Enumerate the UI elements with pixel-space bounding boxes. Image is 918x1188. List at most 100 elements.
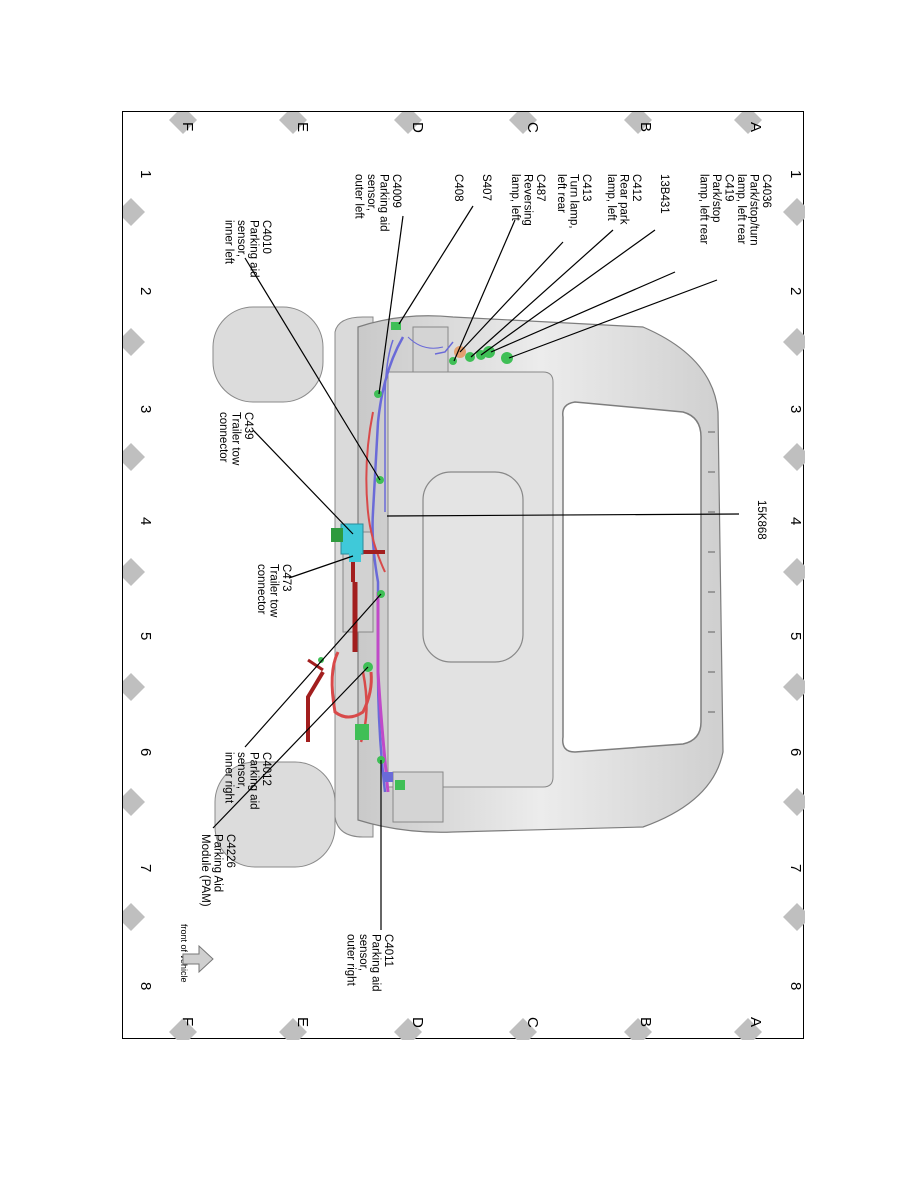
grid-letter-bottom-line: B (637, 1017, 654, 1027)
grid-number-right-line: 4 (787, 517, 804, 525)
grid-diamond (279, 112, 307, 134)
grid-number-right: 8 (787, 982, 804, 990)
callout-c4012-line: sensor, (235, 752, 247, 789)
callout-c413-line: Turn lamp, (568, 174, 580, 229)
grid-letter-top: D (409, 122, 426, 133)
grid-diamonds (123, 112, 805, 1040)
grid-diamond (123, 443, 145, 471)
callout-c473-line: connector (255, 564, 267, 615)
callout-c4226-line: C4226 (224, 834, 236, 868)
grid-letter-top-line: F (179, 122, 196, 131)
connector-c4009[interactable] (374, 390, 382, 398)
callout-c4226-line: Module (PAM) (199, 834, 211, 907)
grid-number-right: 1 (787, 170, 804, 178)
callout-c4012-line: Parking aid (248, 752, 260, 810)
connector-c473[interactable] (349, 552, 361, 562)
callout-c4012-line: inner right (223, 752, 235, 804)
callout-c439-line: C439 (242, 412, 254, 440)
callout-c4036-line: C4036 (760, 174, 772, 208)
callout-k13b431-line: 13B431 (658, 174, 670, 214)
callout-c4226-line: Parking Aid (212, 834, 224, 892)
grid-number-right: 4 (787, 517, 804, 525)
callout-c4011-line: sensor, (357, 934, 369, 971)
connector-c408[interactable] (391, 322, 401, 330)
grid-diamond (123, 788, 145, 816)
callout-c473-line: Trailer tow (268, 564, 280, 618)
callout-k15k868: 15K868 (755, 500, 767, 540)
callout-c4010-line: sensor, (235, 220, 247, 257)
grid-diamond (123, 903, 145, 931)
grid-letter-bottom: F (179, 1017, 196, 1026)
callout-s407-line: S407 (480, 174, 492, 201)
callout-front-line: front of vehicle (179, 924, 189, 983)
callout-c408-line: C408 (452, 174, 464, 202)
grid-number-left: 4 (137, 517, 154, 525)
grid-number-left-line: 6 (137, 748, 154, 756)
grid-diamond (279, 1018, 307, 1040)
grid-number-left-line: 5 (137, 632, 154, 640)
grid-number-left: 1 (137, 170, 154, 178)
grid-letter-top-line: C (524, 122, 541, 133)
callout-front: front of vehicle (179, 924, 189, 983)
callout-c4036-line: Park/stop/turn (748, 174, 760, 246)
connector-c439-plug (331, 528, 343, 542)
grid-number-left-line: 4 (137, 517, 154, 525)
grid-number-left: 6 (137, 748, 154, 756)
grid-letter-bottom: E (294, 1017, 311, 1027)
grid-number-left-line: 2 (137, 287, 154, 295)
callout-c4011-line: Parking aid (370, 934, 382, 992)
grid-letter-top: A (747, 122, 764, 132)
grid-diamond (783, 788, 805, 816)
grid-number-right: 7 (787, 864, 804, 872)
grid-number-right: 6 (787, 748, 804, 756)
grid-number-right-line: 7 (787, 864, 804, 872)
grid-number-left: 3 (137, 405, 154, 413)
grid-number-right-line: 3 (787, 405, 804, 413)
grid-letter-bottom: D (409, 1017, 426, 1028)
grid-letter-bottom: A (747, 1017, 764, 1027)
callout-k13b431: 13B431 (658, 174, 670, 214)
connector-c4036[interactable] (501, 352, 513, 364)
callout-c4009-line: outer left (353, 174, 365, 220)
grid-diamond (169, 1018, 197, 1040)
grid-letter-bottom-line: D (409, 1017, 426, 1028)
connector-c413[interactable] (465, 352, 475, 362)
grid-letter-top: E (294, 122, 311, 132)
callout-c408: C408 (452, 174, 464, 202)
grid-diamond (123, 198, 145, 226)
callout-c412-line: C412 (630, 174, 642, 202)
grid-number-right-line: 8 (787, 982, 804, 990)
grid-diamond (394, 1018, 422, 1040)
grid-number-left-line: 3 (137, 405, 154, 413)
grid-number-right-line: 1 (787, 170, 804, 178)
grid-diamond (169, 112, 197, 134)
callout-c4010-line: inner left (223, 220, 235, 265)
grid-number-right-line: 5 (787, 632, 804, 640)
grid-diamond (783, 443, 805, 471)
callout-c4011-line: outer right (345, 934, 357, 987)
grid-number-left: 8 (137, 982, 154, 990)
grid-diamond (734, 112, 762, 134)
callout-c4036-line: Park/stop (710, 174, 722, 223)
grid-diamond (783, 198, 805, 226)
connector-module (355, 724, 369, 740)
callout-c4010-line: Parking aid (248, 220, 260, 278)
grid-diamond (123, 673, 145, 701)
grid-letter-bottom: B (637, 1017, 654, 1027)
grid-diamond (394, 112, 422, 134)
connector-c439[interactable] (340, 523, 364, 555)
grid-letter-bottom-line: C (524, 1017, 541, 1028)
connector-small (318, 657, 324, 663)
callout-c439-line: Trailer tow (230, 412, 242, 466)
callout-c4036-line: lamp, left rear (698, 174, 710, 244)
grid-diamond (783, 903, 805, 931)
grid-diamond (509, 112, 537, 134)
callout-c4010-line: C4010 (260, 220, 272, 254)
callout-c4009-line: C4009 (390, 174, 402, 208)
callout-c4036-line: C419 (723, 174, 735, 202)
callout-c4012-line: C4012 (260, 752, 272, 786)
